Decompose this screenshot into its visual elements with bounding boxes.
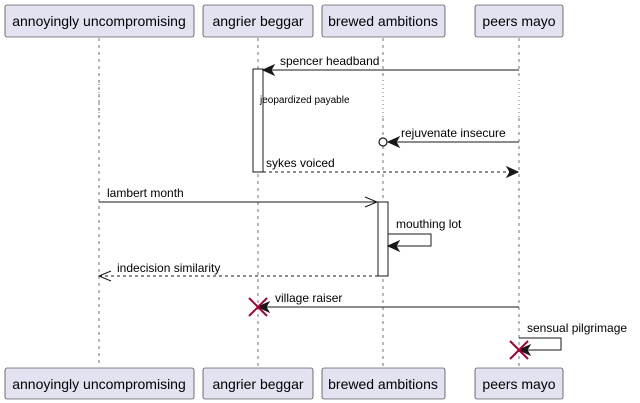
message-label: sykes voiced [266,156,335,170]
message-sensual-pilgrimage: sensual pilgrimage [509,321,627,360]
participant-label: peers mayo [482,376,555,392]
participant-top-annoyingly-uncompromising: annoyingly uncompromising [4,4,195,38]
activation-brewed-ambitions [377,201,389,277]
participant-label: brewed ambitions [328,13,438,29]
participant-label: angrier beggar [212,13,303,29]
destroy-x-icon [509,340,529,360]
message-label: mouthing lot [396,217,462,231]
participant-label: brewed ambitions [328,376,438,392]
message-label: lambert month [107,186,184,200]
participant-top-peers-mayo: peers mayo [474,4,564,38]
participant-bottom-peers-mayo: peers mayo [474,367,564,400]
participant-label: angrier beggar [212,376,303,392]
delay-label: jeopardized payable [259,95,350,106]
participant-label: annoyingly uncompromising [12,376,186,392]
message-sykes-voiced: sykes voiced [263,156,520,179]
message-label: rejuvenate insecure [401,126,506,140]
message-mouthing-lot: mouthing lot [386,217,462,253]
participant-bottom-brewed-ambitions: brewed ambitions [321,367,446,400]
message-label: spencer headband [280,54,379,68]
activation-angrier-beggar [252,68,264,173]
participant-label: annoyingly uncompromising [12,13,186,29]
message-indecision-similarity: indecision similarity [97,261,378,282]
message-lambert-month: lambert month [99,186,379,208]
message-label: sensual pilgrimage [527,321,627,335]
participant-top-angrier-beggar: angrier beggar [202,4,314,38]
message-village-raiser: village raiser [248,291,519,317]
message-rejuvenate-insecure: rejuvenate insecure [378,126,519,149]
participant-bottom-annoyingly-uncompromising: annoyingly uncompromising [4,367,195,400]
participant-label: peers mayo [482,13,555,29]
found-circle-icon [378,137,388,147]
destroy-x-icon [248,297,268,317]
participant-top-brewed-ambitions: brewed ambitions [321,4,446,38]
message-label: village raiser [275,291,342,305]
message-label: indecision similarity [117,261,220,275]
message-spencer-headband: spencer headband [261,54,519,77]
participant-bottom-angrier-beggar: angrier beggar [202,367,314,400]
